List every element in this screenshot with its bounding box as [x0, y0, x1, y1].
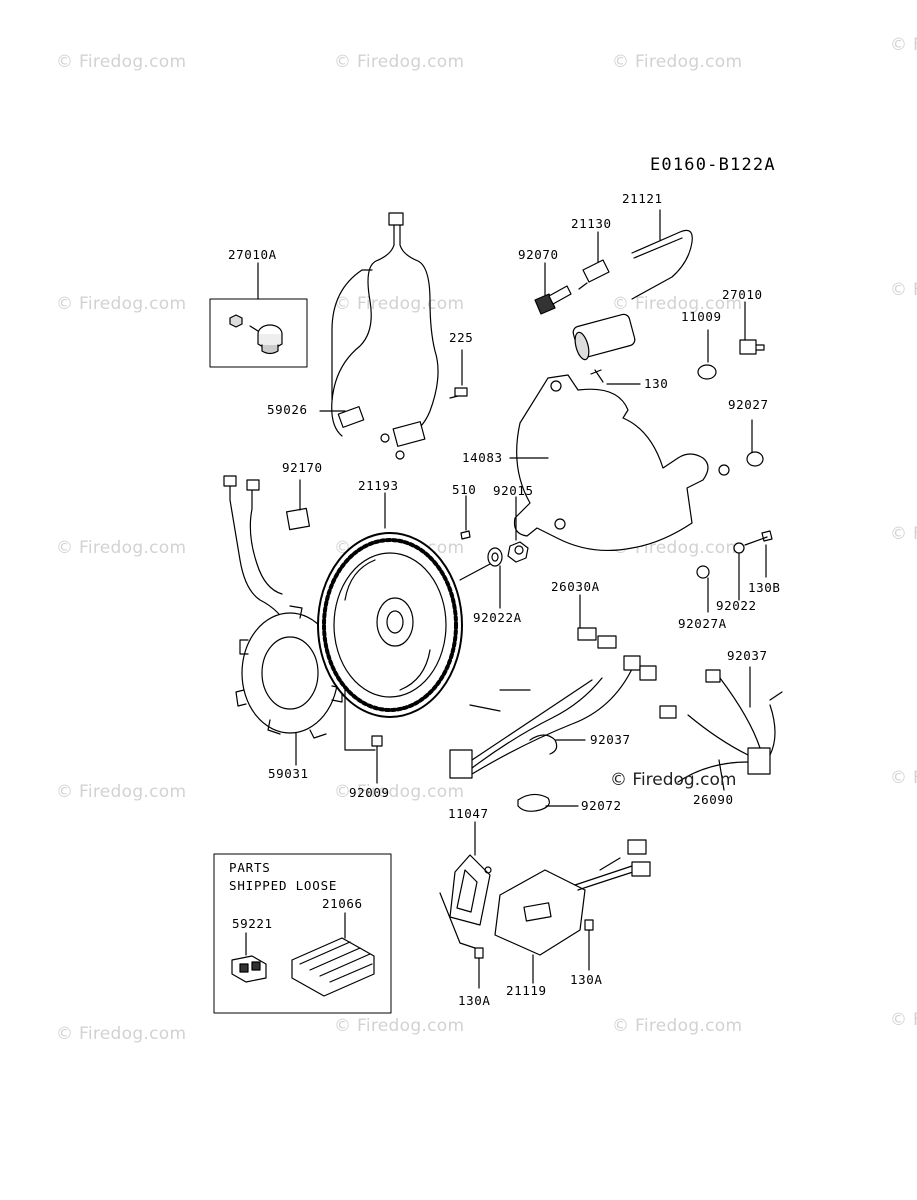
- part-label-21066: 21066: [322, 896, 363, 911]
- nut-92015: [507, 541, 529, 563]
- watermark: © Firedog.com: [890, 524, 917, 544]
- stator-59031: [223, 475, 343, 739]
- part-label-92022: 92022: [716, 598, 757, 613]
- oil-pressure-switch-27010A: [229, 314, 283, 355]
- part-label-26030A: 26030A: [551, 579, 600, 594]
- parts-shipped-loose-box: [213, 853, 392, 1014]
- connector-59221: [231, 955, 267, 983]
- part-label-92170: 92170: [282, 460, 323, 475]
- collar-92027A: [696, 565, 710, 579]
- bolt-92009: [371, 735, 383, 772]
- part-label-130A-right: 130A: [570, 972, 603, 987]
- part-label-225: 225: [449, 330, 474, 345]
- part-label-92037-right: 92037: [727, 648, 768, 663]
- plug-cap-21130: [578, 259, 610, 290]
- part-label-59031: 59031: [268, 766, 309, 781]
- part-label-27010: 27010: [722, 287, 763, 302]
- part-label-14083: 14083: [462, 450, 503, 465]
- watermark: © Firedog.com: [612, 1016, 743, 1036]
- diagram-code: E0160-B122A: [650, 155, 776, 175]
- part-label-21130: 21130: [571, 216, 612, 231]
- part-label-130: 130: [644, 376, 669, 391]
- washer-92022A: [487, 547, 503, 567]
- spark-plug-92070: [534, 285, 572, 315]
- rectifier-21066: [291, 937, 375, 997]
- watermark: © Firedog.com: [890, 1010, 917, 1030]
- flywheel-21193: [317, 532, 463, 718]
- part-label-92037-center: 92037: [590, 732, 631, 747]
- part-label-92027A: 92027A: [678, 616, 727, 631]
- part-label-11047: 11047: [448, 806, 489, 821]
- leader-92022A: [459, 563, 501, 609]
- switch-27010: [739, 317, 765, 355]
- screw-225: [449, 387, 468, 399]
- part-label-59221: 59221: [232, 916, 273, 931]
- watermark-center: © Firedog.com: [610, 770, 737, 790]
- part-label-26090: 26090: [693, 792, 734, 807]
- wire-harness-26030A: [449, 627, 657, 779]
- flywheel-cover-14083: [513, 374, 730, 552]
- leaders-130B-92022: [738, 544, 767, 601]
- watermark: © Firedog.com: [56, 1024, 187, 1044]
- pulser-coil-59026: [331, 212, 439, 460]
- watermark: © Firedog.com: [56, 782, 187, 802]
- part-label-92072: 92072: [581, 798, 622, 813]
- washer-11009: [697, 364, 717, 380]
- leaders-26090: [718, 666, 751, 791]
- clamp-92037: [529, 734, 558, 755]
- regulator-21119: [494, 839, 651, 956]
- part-label-21119: 21119: [506, 983, 547, 998]
- watermark: © Firedog.com: [334, 782, 465, 802]
- watermark: © Firedog.com: [56, 538, 187, 558]
- bracket-11047: [449, 854, 492, 926]
- collar-92027: [746, 451, 764, 467]
- watermark: © Firedog.com: [612, 52, 743, 72]
- watermark: © Firedog.com: [612, 294, 743, 314]
- watermark: © Firedog.com: [890, 35, 917, 55]
- screw-130: [590, 369, 604, 383]
- part-label-130A-left: 130A: [458, 993, 491, 1008]
- part-label-92027: 92027: [728, 397, 769, 412]
- key-510: [460, 530, 471, 540]
- watermark: © Firedog.com: [890, 280, 917, 300]
- part-label-27010A: 27010A: [228, 247, 277, 262]
- part-label-92009: 92009: [349, 785, 390, 800]
- washer-92022: [733, 542, 745, 554]
- parts-box-line1: PARTS: [229, 860, 271, 875]
- part-label-510: 510: [452, 482, 477, 497]
- watermark: © Firedog.com: [56, 52, 187, 72]
- watermark: © Firedog.com: [334, 294, 465, 314]
- part-label-21193: 21193: [358, 478, 399, 493]
- clamp-92170: [285, 507, 311, 531]
- clamp-92072: [517, 793, 550, 812]
- part-label-92022A: 92022A: [473, 610, 522, 625]
- watermark: © Firedog.com: [334, 52, 465, 72]
- part-label-92015: 92015: [493, 483, 534, 498]
- bolt-130B: [744, 530, 773, 546]
- leader-92009: [344, 689, 378, 784]
- watermark: © Firedog.com: [56, 294, 187, 314]
- part-label-130B: 130B: [748, 580, 781, 595]
- wire-harness-26090: [659, 669, 783, 783]
- part-label-21121: 21121: [622, 191, 663, 206]
- bolt-130A-right: [584, 919, 594, 931]
- part-label-92070: 92070: [518, 247, 559, 262]
- ignition-coil-21121: [572, 229, 693, 361]
- parts-box-line2: SHIPPED LOOSE: [229, 878, 338, 893]
- part-label-11009: 11009: [681, 309, 722, 324]
- watermark: © Firedog.com: [334, 1016, 465, 1036]
- leader-130A-left: [439, 892, 480, 989]
- part-label-59026: 59026: [267, 402, 308, 417]
- bolt-130A-left: [474, 947, 484, 959]
- watermark: © Firedog.com: [890, 768, 917, 788]
